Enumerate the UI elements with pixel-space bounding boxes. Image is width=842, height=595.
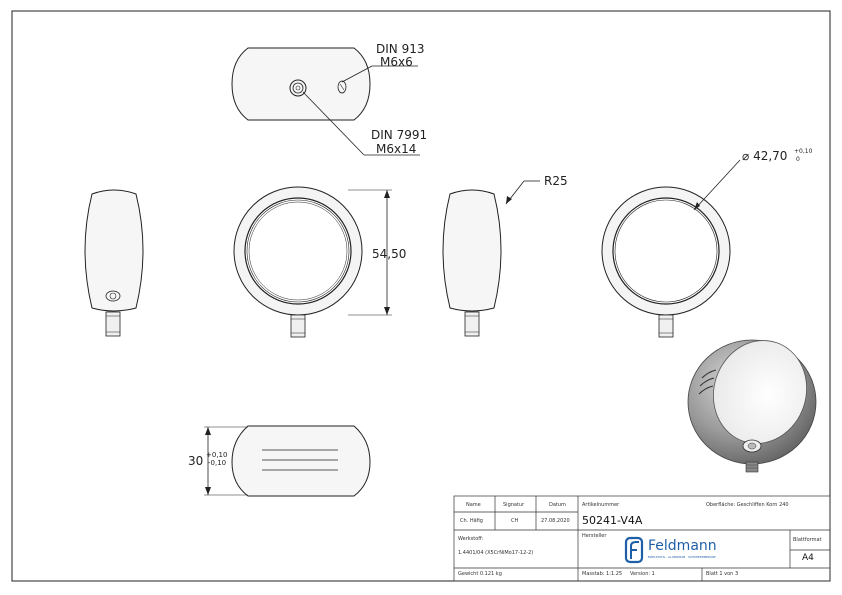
tb-oberflaeche: Oberfläche: Geschliffen Korn 240 [706,502,789,508]
rear-view [601,159,741,338]
sheet-border [11,10,831,582]
feldmann-logo-mark [624,536,644,564]
tb-artikelnummer-value: 50241-V4A [582,514,643,527]
tb-version: Version: 1 [630,571,655,577]
tb-gewicht: Gewicht 0.121 kg [458,571,502,577]
din7991-label: DIN 7991 [371,128,428,142]
diameter-value: 42,70 [753,149,788,163]
right-side-view [442,180,540,337]
diameter-dimension: ⌀ 42,70 [742,150,787,162]
tb-signatur-value: CH [511,518,519,524]
bottom-view [204,425,371,497]
left-side-view [84,189,144,337]
din913-size-label: M6x6 [380,55,413,69]
height-dimension: 54,50 [372,247,407,261]
isometric-view [687,339,817,473]
width-tol-upper: +0,10 [206,451,228,459]
tb-massstab: Masstab: 1:1.25 [582,571,623,577]
tb-hersteller-label: Hersteller [582,533,607,539]
width-dimension: 30 [188,454,204,468]
tb-datum-header: Datum [549,502,566,508]
front-view [233,186,392,338]
tb-werkstoff-label: Werkstoff: [458,536,484,542]
tb-datum-value: 27.08.2020 [541,518,570,524]
tb-signatur-header: Signatur [503,502,525,508]
radius-label: R25 [544,174,568,188]
din913-label: DIN 913 [376,42,425,56]
tb-artikelnummer-label: Artikelnummer [582,502,620,508]
tb-name-value: Ch. Häfig [460,518,483,524]
width-tol-lower: -0,10 [208,459,227,467]
din7991-size-label: M6x14 [376,142,417,156]
diameter-symbol: ⌀ [742,149,750,163]
tb-blattformat-label: Blattformat [793,537,822,543]
tb-logo-text: Feldmann [648,538,717,554]
tb-name-header: Name [466,502,481,508]
title-block-grid [453,495,831,582]
tb-blattformat-value: A4 [802,553,814,563]
diameter-tol-upper: +0,10 [794,148,813,155]
top-view [231,47,420,156]
tb-logo-subtext: EDELSTAHL · ALUMINIUM · SCHMIEDEBEDARF [648,555,717,559]
tb-blatt: Blatt 1 von 3 [706,571,739,577]
tb-werkstoff-value: 1.4401/04 (X5CrNiMo17-12-2) [458,550,534,556]
diameter-tol-lower: 0 [796,156,800,163]
